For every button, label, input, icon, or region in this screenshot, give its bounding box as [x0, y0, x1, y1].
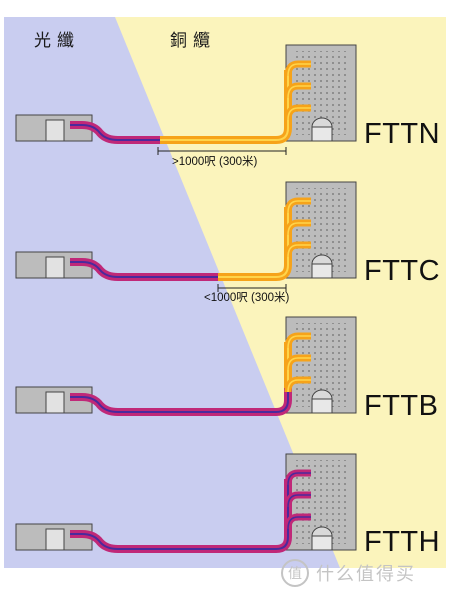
distance-bracket	[217, 284, 287, 292]
watermark-text: 什么值得买	[316, 564, 416, 585]
distance-label-fttc: <1000呎 (300米)	[204, 292, 290, 304]
copper-cable	[284, 332, 311, 393]
terminal-box	[311, 526, 333, 551]
fiber-cable	[70, 121, 160, 144]
label-fttn: FTTN	[364, 118, 441, 150]
house	[15, 114, 93, 142]
terminal-box	[311, 117, 333, 142]
label-ftth: FTTH	[364, 526, 441, 558]
fiber-cable	[70, 469, 311, 553]
svg-text:值: 值	[288, 566, 302, 582]
zhi-logo-icon: 值	[281, 559, 309, 587]
label-fttb: FTTB	[364, 390, 439, 422]
fiber-cable	[70, 386, 292, 416]
terminal-box	[311, 389, 333, 414]
row-fttb	[15, 316, 357, 416]
fiber-region	[4, 17, 340, 568]
copper-cable	[218, 197, 311, 281]
watermark: 值 什么值得买	[280, 558, 416, 588]
distance-bracket	[157, 147, 287, 155]
distance-label-fttn: >1000呎 (300米)	[172, 156, 258, 168]
row-fttn	[15, 44, 357, 155]
terminal-box	[311, 254, 333, 279]
fiber-cable	[70, 258, 218, 281]
copper-header: 銅纜	[170, 31, 216, 51]
fiber-header: 光纖	[34, 31, 80, 51]
copper-cable	[160, 60, 311, 144]
house	[15, 523, 93, 551]
label-fttc: FTTC	[364, 255, 441, 287]
row-ftth	[15, 453, 357, 553]
row-fttc	[15, 181, 357, 292]
